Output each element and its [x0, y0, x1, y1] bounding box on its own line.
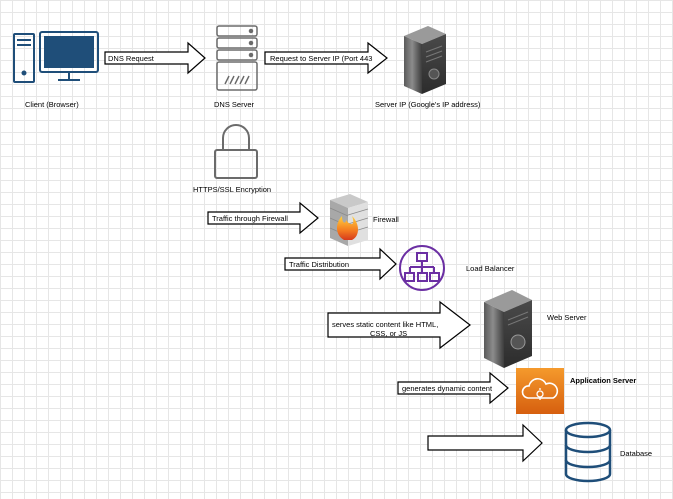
arrow-traffic-distribution	[284, 247, 397, 281]
server-ip-label: Server IP (Google's IP address)	[375, 100, 481, 109]
arrow-request-server-ip	[264, 41, 388, 75]
client-label: Client (Browser)	[25, 100, 79, 109]
padlock-icon	[214, 124, 258, 179]
database-icon	[564, 421, 612, 483]
web-server-label: Web Server	[547, 313, 587, 322]
traffic-firewall-label: Traffic through Firewall	[212, 214, 288, 223]
static-content-label-line1: serves static content like HTML,	[332, 320, 439, 329]
arrow-dns-request	[104, 41, 206, 75]
cloud-gear-icon	[516, 368, 564, 414]
traffic-distribution-label: Traffic Distribution	[289, 260, 350, 269]
arrow-traffic-firewall	[207, 201, 319, 235]
firewall-label: Firewall	[373, 215, 399, 224]
static-content-label-line2: CSS, or JS	[370, 329, 408, 338]
app-server-label: Application Server	[570, 376, 637, 385]
ssl-label: HTTPS/SSL Encryption	[193, 185, 272, 194]
load-balancer-icon	[399, 245, 445, 291]
load-balancer-label: Load Balancer	[466, 264, 515, 273]
server-rack-icon	[216, 25, 258, 91]
dynamic-content-label: generates dynamic content	[402, 384, 493, 393]
firewall-icon	[329, 194, 369, 246]
dns-server-label: DNS Server	[214, 100, 255, 109]
tower-server-icon	[404, 26, 446, 94]
tower-server-icon	[484, 290, 532, 368]
database-label: Database	[620, 449, 653, 458]
request-server-ip-label: Request to Server IP (Port 443	[270, 54, 373, 63]
dns-request-label: DNS Request	[108, 54, 154, 63]
desktop-computer-icon	[13, 31, 99, 83]
arrow-to-database	[427, 423, 543, 463]
arrow-dynamic-content	[397, 371, 509, 405]
arrow-static-content	[327, 300, 471, 350]
